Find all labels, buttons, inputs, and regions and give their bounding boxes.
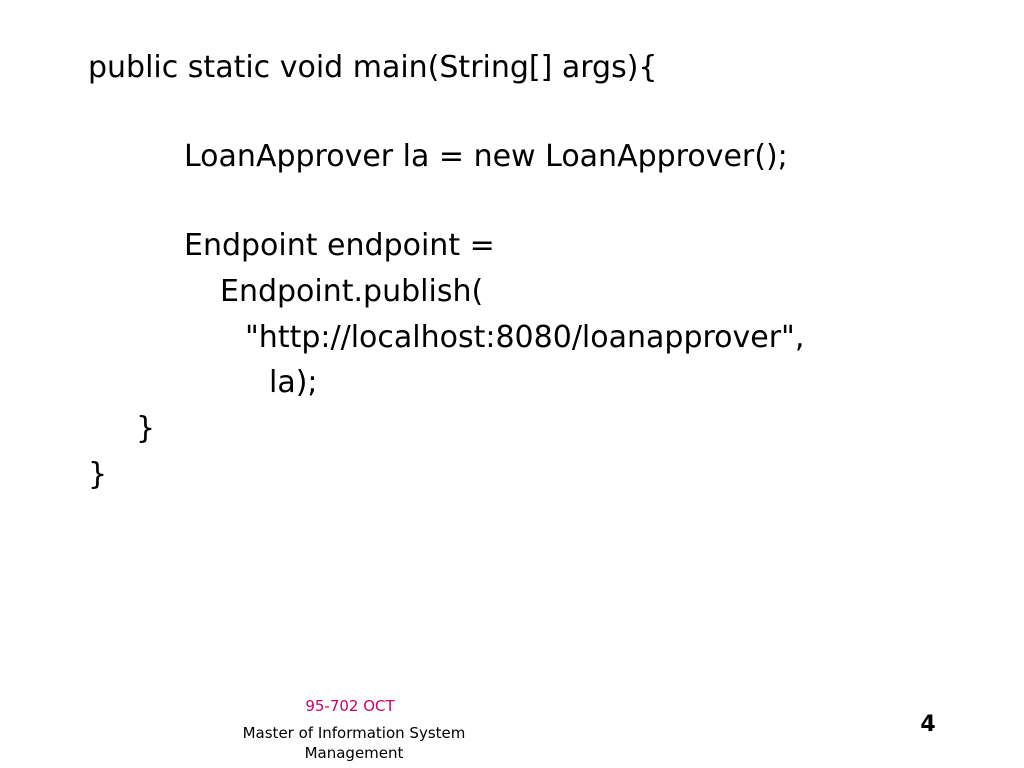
footer-course-code: 95-702 OCT <box>305 697 395 715</box>
code-line-loan-approver: LoanApprover la = new LoanApprover(); <box>184 139 788 174</box>
footer-program-name: Master of Information System Management <box>242 724 466 762</box>
page-number: 4 <box>920 712 936 737</box>
code-line-url-argument: "http://localhost:8080/loanapprover", <box>245 320 805 355</box>
code-line-main-signature: public static void main(String[] args){ <box>88 50 658 85</box>
code-line-endpoint-declaration: Endpoint endpoint = <box>184 228 495 263</box>
code-block: public static void main(String[] args){ … <box>88 50 805 492</box>
code-line-inner-brace: } <box>136 411 156 446</box>
code-line-endpoint-publish: Endpoint.publish( <box>220 274 484 309</box>
code-line-outer-brace: } <box>88 457 108 492</box>
code-line-la-argument: la); <box>269 365 318 400</box>
